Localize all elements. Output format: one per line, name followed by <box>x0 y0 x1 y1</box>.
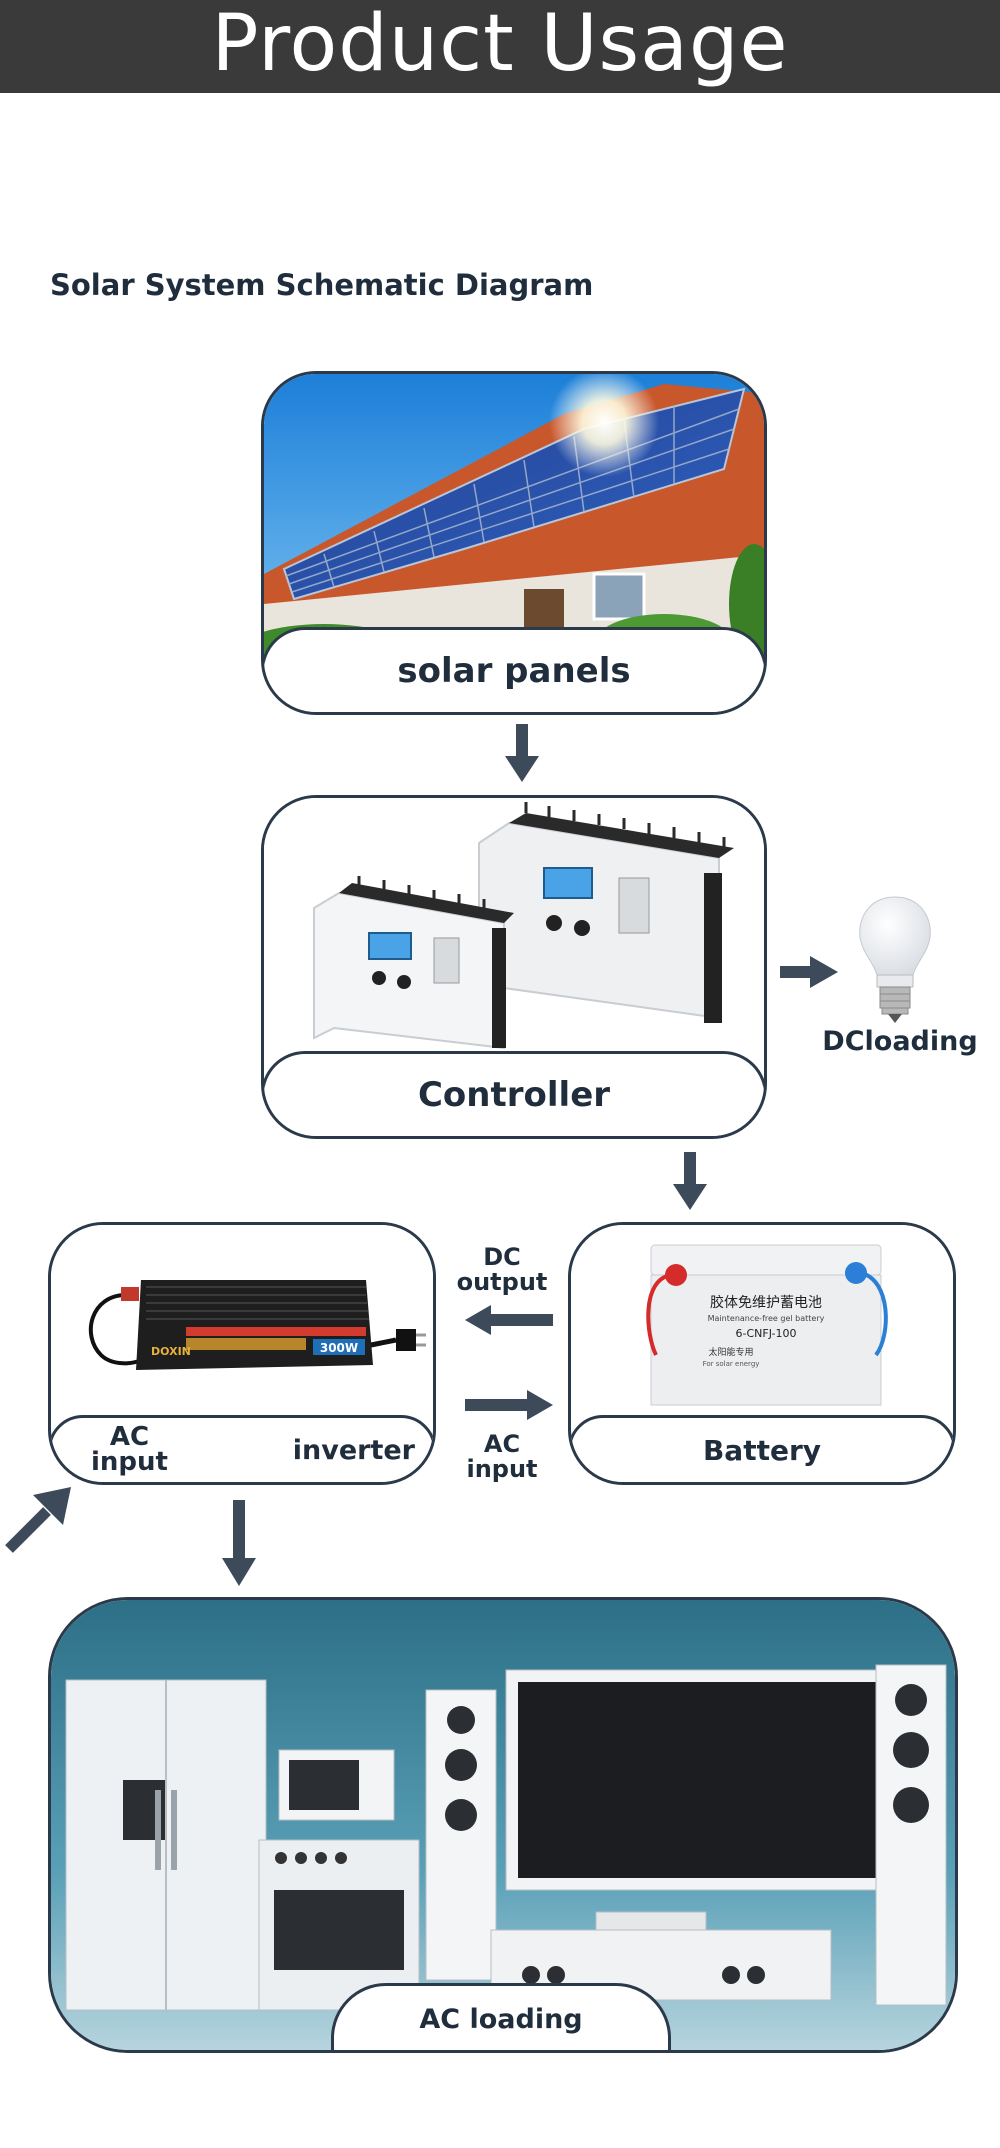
page-banner: Product Usage <box>0 0 1000 93</box>
ac-loading-label: AC loading <box>419 2004 583 2035</box>
battery-image: 胶体免维护蓄电池 Maintenance-free gel battery 6-… <box>571 1225 953 1425</box>
battery-print-line-4: 太阳能专用 <box>708 1346 753 1358</box>
arrow-down-solar-to-controller <box>505 724 539 782</box>
ac-loading-label-box: AC loading <box>331 1983 671 2050</box>
inverter-ac-input-label: AC input <box>91 1422 168 1477</box>
battery-print-line-1: 胶体免维护蓄电池 <box>710 1294 822 1311</box>
page-title: Product Usage <box>211 0 789 89</box>
inverter-brand-text: DOXIN <box>151 1345 191 1358</box>
arrow-down-controller-to-battery <box>673 1152 707 1210</box>
controller-card: Controller <box>261 795 767 1139</box>
solar-panels-card: solar panels <box>261 371 767 715</box>
appliances-image <box>51 1600 955 2050</box>
controller-label: Controller <box>417 1075 611 1115</box>
inverter-image: DOXIN 300W <box>51 1225 433 1425</box>
battery-print-line-3: 6-CNFJ-100 <box>735 1327 796 1340</box>
solar-panels-label: solar panels <box>397 651 631 691</box>
inverter-card: DOXIN 300W AC input inverter <box>48 1222 436 1485</box>
arrow-right-inverter-to-battery <box>465 1390 553 1420</box>
battery-print-line-2: Maintenance-free gel battery <box>708 1314 825 1323</box>
dc-output-link-label: DC output <box>456 1243 548 1297</box>
light-bulb-icon <box>859 896 931 1023</box>
battery-print-line-5: For solar energy <box>703 1360 760 1368</box>
solar-house-image <box>264 374 764 664</box>
arrow-left-battery-to-inverter <box>465 1305 553 1335</box>
solar-panels-label-box: solar panels <box>264 627 764 712</box>
section-title: Solar System Schematic Diagram <box>50 268 594 302</box>
arrow-diagonal-to-inverter-ac-input <box>5 1487 71 1553</box>
inverter-label-box: AC input inverter <box>51 1415 433 1482</box>
battery-card: 胶体免维护蓄电池 Maintenance-free gel battery 6-… <box>568 1222 956 1485</box>
battery-label-box: Battery <box>571 1415 953 1482</box>
ac-input-link-label: AC input <box>466 1430 538 1484</box>
arrow-right-controller-to-dc-load <box>780 956 838 988</box>
dc-loading-label: DCloading <box>822 1026 978 1057</box>
battery-label: Battery <box>702 1433 822 1467</box>
inverter-label: inverter <box>292 1434 415 1466</box>
controller-label-box: Controller <box>264 1051 764 1136</box>
ac-loading-card: AC loading <box>48 1597 958 2053</box>
controller-image <box>264 798 764 1088</box>
arrow-down-inverter-to-ac-load <box>222 1500 256 1586</box>
inverter-rating-text: 300W <box>320 1341 358 1355</box>
